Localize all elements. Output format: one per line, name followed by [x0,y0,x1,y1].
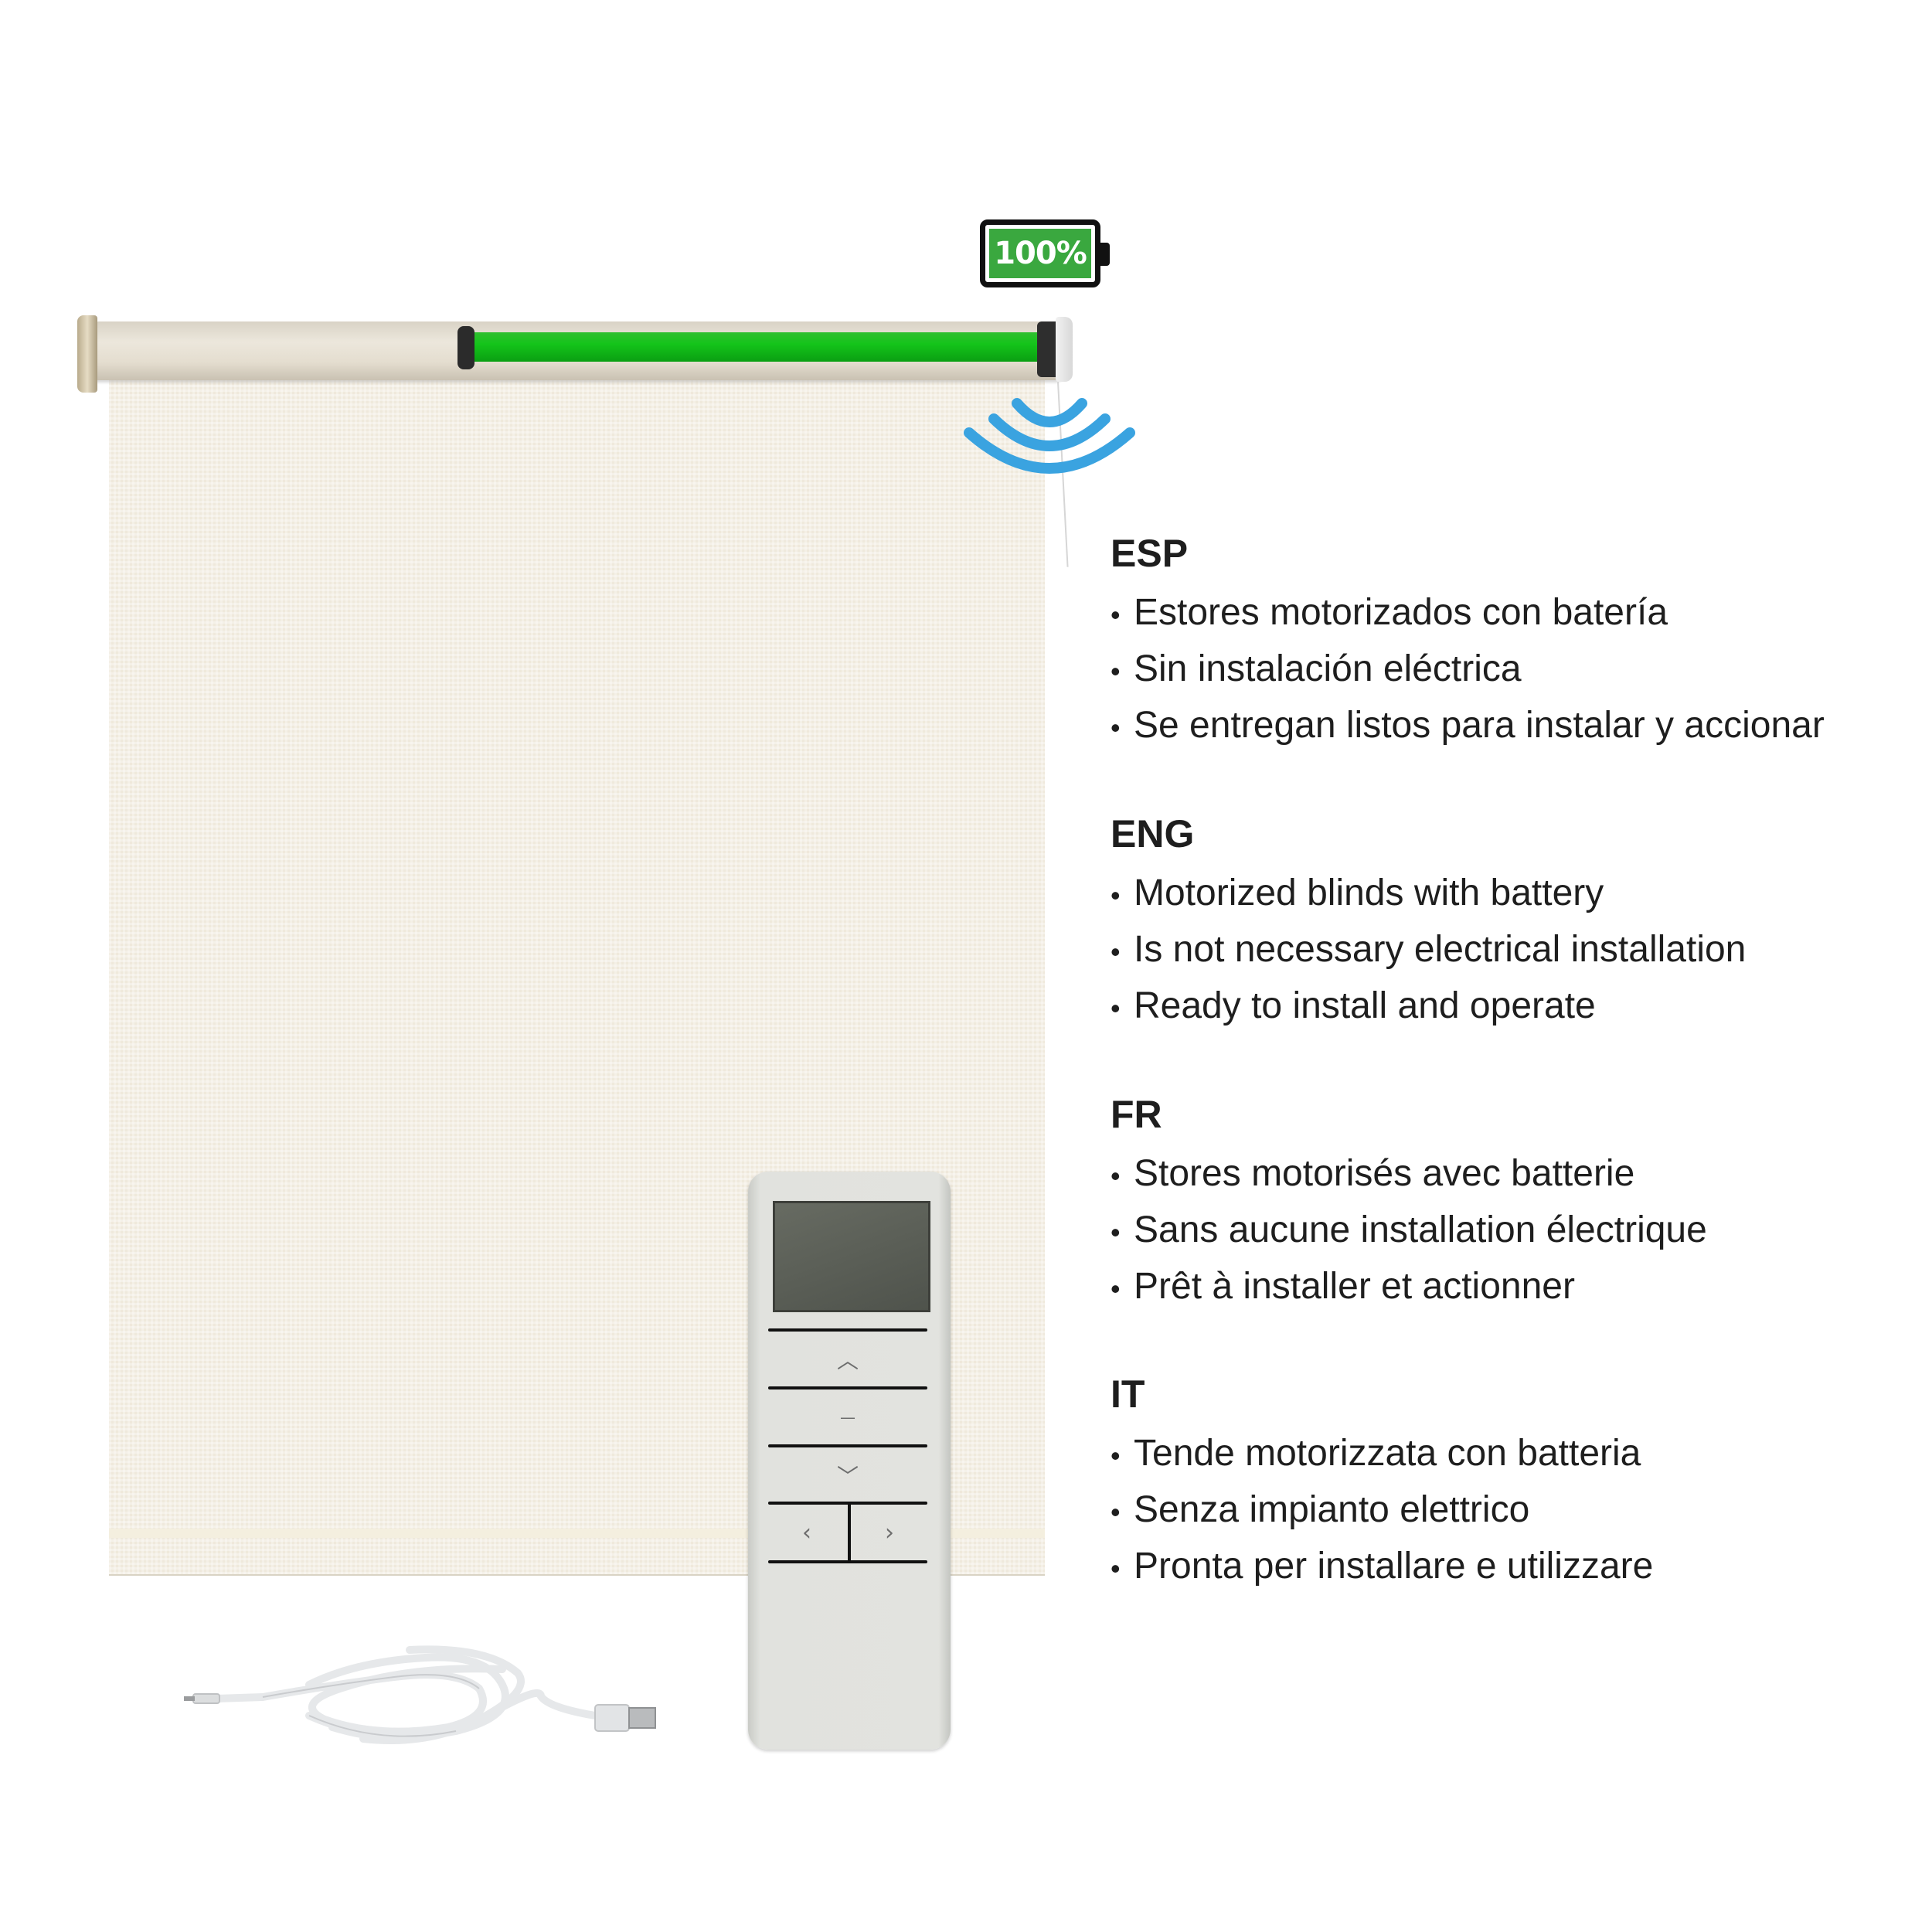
micro-usb-connector [192,1693,220,1704]
chevron-up-icon: ︿ [836,1348,859,1373]
feature-block-it: IT •Tende motorizzata con batteria •Senz… [1111,1371,1653,1594]
language-heading: FR [1111,1093,1162,1136]
remote-divider [768,1386,927,1389]
remote-divider [768,1502,927,1505]
usb-charging-cable [184,1645,656,1744]
battery-icon: 100% [980,219,1100,287]
remote-down-button[interactable]: ﹀ [768,1448,927,1502]
right-bracket [1056,317,1073,382]
feature-item: •Sin instalación eléctrica [1111,648,1522,689]
motor-end-cap [457,326,474,369]
remote-right-button[interactable]: › [851,1505,928,1560]
remote-stop-button[interactable]: — [768,1390,927,1444]
battery-level-label: 100% [989,229,1091,278]
feature-item: •Prêt à installer et actionner [1111,1266,1575,1307]
feature-item: •Is not necessary electrical installatio… [1111,929,1747,970]
chevron-left-icon: ‹ [802,1519,811,1546]
feature-block-eng: ENG •Motorized blinds with battery •Is n… [1111,811,1746,1034]
feature-item: •Sans aucune installation électrique [1111,1209,1707,1250]
chevron-right-icon: › [885,1519,894,1546]
remote-divider [768,1444,927,1447]
language-heading: ENG [1111,812,1195,855]
feature-item: •Tende motorizzata con batteria [1111,1433,1641,1474]
remote-divider [768,1328,927,1332]
battery-motor-tube [467,332,1048,362]
feature-item: •Ready to install and operate [1111,985,1596,1026]
feature-block-fr: FR •Stores motorisés avec batterie •Sans… [1111,1091,1707,1315]
feature-block-esp: ESP •Estores motorizados con batería •Si… [1111,530,1825,753]
remote-lcd-screen [773,1201,930,1312]
chevron-down-icon: ﹀ [836,1464,859,1489]
usb-a-connector [594,1704,630,1732]
remote-divider [768,1560,927,1563]
feature-item: •Pronta per installare e utilizzare [1111,1546,1654,1587]
battery-terminal [1100,243,1110,266]
remote-split-divider [848,1505,851,1563]
stop-dash-icon: — [840,1408,855,1427]
feature-item: •Motorized blinds with battery [1111,872,1604,913]
language-heading: IT [1111,1372,1145,1416]
roller-blind-fabric [109,380,1045,1576]
left-bracket [77,315,97,393]
wireless-signal-icon [964,398,1135,474]
remote-up-button[interactable]: ︿ [768,1332,927,1386]
feature-item: •Senza impianto elettrico [1111,1489,1530,1530]
remote-control: ︿ — ﹀ ‹ › [748,1172,951,1750]
remote-left-button[interactable]: ‹ [768,1505,845,1560]
language-heading: ESP [1111,532,1189,575]
feature-item: •Estores motorizados con batería [1111,592,1668,633]
feature-item: •Stores motorisés avec batterie [1111,1153,1635,1194]
feature-item: •Se entregan listos para instalar y acci… [1111,705,1825,746]
